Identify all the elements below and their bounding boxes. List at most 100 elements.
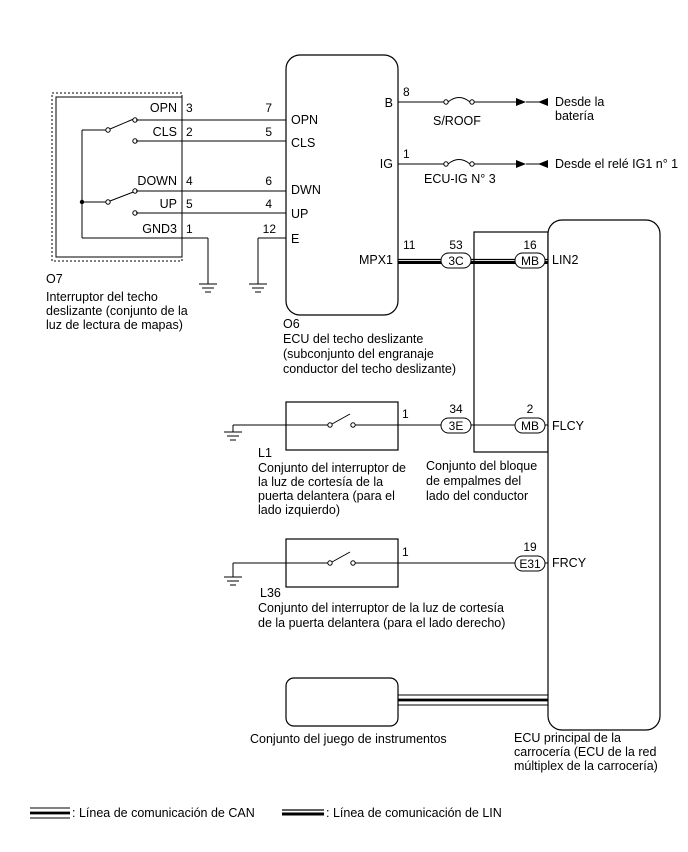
fuse-sroof: S/ROOF bbox=[433, 114, 481, 128]
main-body-ecu-housing bbox=[547, 219, 661, 731]
o7-caption-line3: luz de lectura de mapas) bbox=[46, 318, 183, 332]
o6-pin-dwn: 6 bbox=[265, 174, 272, 188]
power-feed-ig1: 1 ECU-IG N° 3 Desde el relé IG1 n° 1 bbox=[398, 147, 678, 186]
junction-block-housing bbox=[473, 231, 549, 453]
connector-3c-label: 3C bbox=[448, 254, 464, 268]
o7-terminal-gnd3: GND3 bbox=[142, 222, 177, 236]
o7-o6-wires: 3 2 4 5 1 7 5 6 4 12 bbox=[136, 101, 288, 236]
o6-housing bbox=[285, 54, 399, 316]
connector-e31-label: E31 bbox=[519, 557, 541, 571]
o7-pin-opn: 3 bbox=[186, 101, 193, 115]
connector-e31: E31 19 bbox=[514, 540, 546, 572]
o6-terminal-up: UP bbox=[291, 207, 308, 221]
legend-lin-label: : Línea de comunicación de LIN bbox=[326, 806, 502, 820]
connector-3e-label: 3E bbox=[449, 419, 464, 433]
o6-terminal-opn: OPN bbox=[291, 113, 318, 127]
l36-courtesy-switch: 1 E31 19 L36 Conjunto del interruptor de… bbox=[224, 538, 548, 630]
l36-code: L36 bbox=[260, 586, 281, 600]
main-ecu-caption-line2: carrocería (ECU de la red bbox=[514, 745, 656, 759]
instrument-cluster-caption: Conjunto del juego de instrumentos bbox=[250, 732, 447, 746]
connector-mb-flcy-pin: 2 bbox=[527, 402, 534, 416]
l1-pin: 1 bbox=[402, 407, 409, 421]
main-ecu-terminal-flcy: FLCY bbox=[552, 419, 585, 433]
source-ig1-relay: Desde el relé IG1 n° 1 bbox=[555, 157, 678, 171]
connector-e31-pin: 19 bbox=[523, 540, 537, 554]
lin-bus-mpx1-lin2: 11 3C 53 MB 16 bbox=[398, 238, 548, 269]
source-battery-line2: batería bbox=[555, 109, 594, 123]
connector-mb-lin-label: MB bbox=[521, 254, 539, 268]
junction-block: Conjunto del bloque de empalmes del lado… bbox=[426, 231, 549, 503]
junction-block-caption-line1: Conjunto del bloque bbox=[426, 459, 537, 473]
l1-code: L1 bbox=[258, 446, 272, 460]
o7-caption-line1: Interruptor del techo bbox=[46, 290, 158, 304]
o6-caption-line3: conductor del techo deslizante) bbox=[283, 362, 456, 376]
legend-can-symbol bbox=[30, 807, 70, 819]
instrument-cluster: Conjunto del juego de instrumentos bbox=[250, 677, 548, 746]
o6-terminal-ig: IG bbox=[380, 157, 393, 171]
o6-ecu: OPN CLS DWN UP E B IG MPX1 O6 ECU del te… bbox=[283, 54, 456, 376]
o7-terminal-up: UP bbox=[160, 197, 177, 211]
o6-pin-opn: 7 bbox=[265, 101, 272, 115]
o7-pin-down: 4 bbox=[186, 174, 193, 188]
connector-3c: 3C 53 bbox=[440, 238, 472, 269]
connector-mb-lin-pin: 16 bbox=[523, 238, 537, 252]
o7-terminal-cls: CLS bbox=[153, 125, 177, 139]
l1-caption-line4: lado izquierdo) bbox=[258, 503, 340, 517]
o6-caption-line2: (subconjunto del engranaje bbox=[283, 347, 434, 361]
l36-pin: 1 bbox=[402, 545, 409, 559]
legend-can-label: : Línea de comunicación de CAN bbox=[72, 806, 255, 820]
o6-terminal-mpx1: MPX1 bbox=[359, 253, 393, 267]
o7-pin-cls: 2 bbox=[186, 125, 193, 139]
l36-caption-line1: Conjunto del interruptor de la luz de co… bbox=[258, 601, 504, 615]
o7-terminal-opn: OPN bbox=[150, 101, 177, 115]
o6-code: O6 bbox=[283, 317, 300, 331]
ground-symbol-gnd3 bbox=[182, 237, 217, 293]
o7-housing bbox=[51, 92, 183, 262]
o6-terminal-cls: CLS bbox=[291, 136, 315, 150]
l1-housing bbox=[285, 401, 399, 451]
o6-pin-up: 4 bbox=[265, 197, 272, 211]
o6-pin-cls: 5 bbox=[265, 125, 272, 139]
can-bus-line bbox=[398, 694, 548, 706]
source-battery-line1: Desde la bbox=[555, 95, 604, 109]
fuse-ecu-ig: ECU-IG N° 3 bbox=[424, 172, 496, 186]
connector-mb-lin: MB 16 bbox=[514, 238, 546, 269]
junction-block-caption-line2: de empalmes del bbox=[426, 474, 521, 488]
o6-pin-e: 12 bbox=[263, 222, 277, 236]
l1-courtesy-switch: 1 3E 34 MB 2 L1 Conjunto del interruptor… bbox=[224, 401, 548, 517]
l1-caption-line2: la luz de cortesía de la bbox=[258, 475, 383, 489]
o6-terminal-b: B bbox=[385, 96, 393, 110]
main-ecu-terminal-frcy: FRCY bbox=[552, 556, 587, 570]
ground-symbol-o6-e bbox=[249, 237, 288, 293]
l36-caption-line2: de la puerta delantera (para el lado der… bbox=[258, 616, 505, 630]
connector-3c-pin: 53 bbox=[449, 238, 463, 252]
o6-pin-mpx1: 11 bbox=[403, 238, 416, 252]
power-feed-battery: 8 S/ROOF Desde la batería bbox=[398, 85, 604, 128]
o7-pin-up: 5 bbox=[186, 197, 193, 211]
o6-caption-line1: ECU del techo deslizante bbox=[283, 332, 423, 346]
o7-switch-assembly: OPN CLS DOWN UP GND3 O7 Interruptor del … bbox=[46, 92, 188, 332]
connector-3e: 3E 34 bbox=[440, 402, 472, 434]
o6-terminal-dwn: DWN bbox=[291, 183, 321, 197]
main-ecu-caption-line1: ECU principal de la bbox=[514, 731, 621, 745]
o7-caption-line2: deslizante (conjunto de la bbox=[46, 304, 188, 318]
o7-pin-gnd3: 1 bbox=[186, 222, 193, 236]
instrument-cluster-housing bbox=[285, 677, 399, 727]
connector-mb-flcy-label: MB bbox=[521, 419, 539, 433]
junction-block-caption-line3: lado del conductor bbox=[426, 489, 528, 503]
l1-caption-line3: puerta delantera (para el bbox=[258, 489, 395, 503]
legend-lin-symbol bbox=[282, 809, 324, 816]
legend: : Línea de comunicación de CAN : Línea d… bbox=[30, 806, 502, 820]
o7-code: O7 bbox=[46, 272, 63, 286]
o6-pin-b: 8 bbox=[403, 85, 410, 99]
o7-terminal-down: DOWN bbox=[137, 174, 177, 188]
connector-mb-flcy: MB 2 bbox=[514, 402, 546, 434]
main-ecu-caption-line3: múltiplex de la carrocería) bbox=[514, 759, 658, 773]
l1-caption-line1: Conjunto del interruptor de bbox=[258, 461, 406, 475]
main-ecu-terminal-lin2: LIN2 bbox=[552, 253, 578, 267]
connector-3e-pin: 34 bbox=[449, 402, 463, 416]
main-body-ecu: LIN2 FLCY FRCY ECU principal de la carro… bbox=[514, 219, 661, 773]
o6-pin-ig: 1 bbox=[403, 147, 410, 161]
o6-terminal-e: E bbox=[291, 232, 299, 246]
